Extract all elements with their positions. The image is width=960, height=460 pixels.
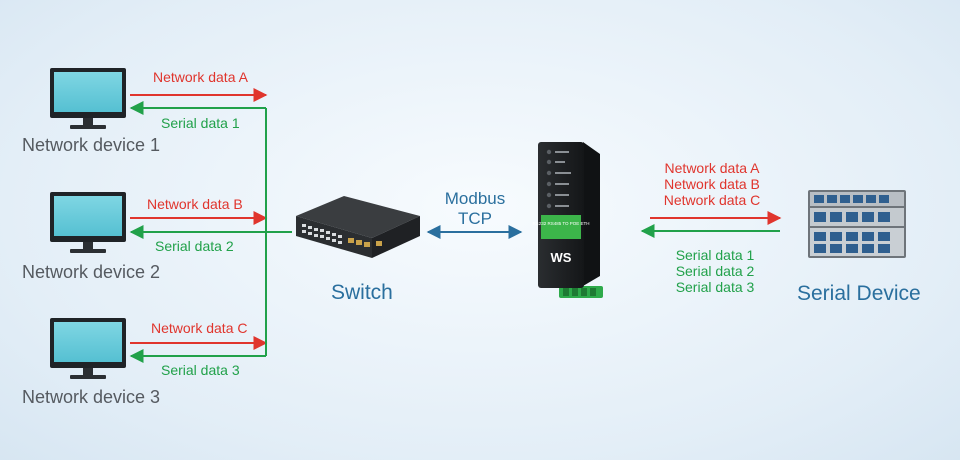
network-data-label-3: Network data C: [151, 320, 248, 336]
protocol-label: Modbus TCP: [436, 189, 514, 229]
right-serial-labels: Serial data 1 Serial data 2 Serial data …: [665, 247, 765, 295]
serial-device-label: Serial Device: [797, 282, 921, 305]
switch-icon: [296, 196, 420, 258]
right-serial-label-1: Serial data 1: [675, 247, 755, 263]
serial-data-label-3: Serial data 3: [161, 362, 240, 378]
right-serial-label-3: Serial data 3: [675, 279, 755, 295]
network-data-label-2: Network data B: [147, 196, 243, 212]
gateway-label-panel: [541, 215, 581, 239]
right-network-labels: Network data A Network data B Network da…: [650, 160, 774, 208]
gateway-device: RS232 RS485 TO POE ETH WS: [532, 142, 603, 298]
monitor-icon: [50, 192, 126, 253]
protocol-line-2: TCP: [458, 209, 492, 228]
right-network-label-a: Network data A: [664, 160, 760, 176]
monitor-icon: [50, 318, 126, 379]
switch-label: Switch: [331, 281, 393, 304]
right-network-label-b: Network data B: [664, 176, 760, 192]
serial-data-label-1: Serial data 1: [161, 115, 240, 131]
gateway-logo: WS: [551, 250, 572, 265]
right-network-label-c: Network data C: [663, 192, 761, 208]
device-label-3: Network device 3: [22, 387, 161, 407]
server-icon: [808, 190, 906, 258]
monitor-icon: [50, 68, 126, 129]
serial-data-label-2: Serial data 2: [155, 238, 234, 254]
gateway-label: RS232 RS485 TO POE ETH: [532, 221, 589, 226]
device-label-2: Network device 2: [22, 262, 161, 282]
right-serial-label-2: Serial data 2: [675, 263, 755, 279]
network-data-label-1: Network data A: [153, 69, 248, 85]
device-label-1: Network device 1: [22, 135, 161, 155]
protocol-line-1: Modbus: [444, 189, 506, 208]
